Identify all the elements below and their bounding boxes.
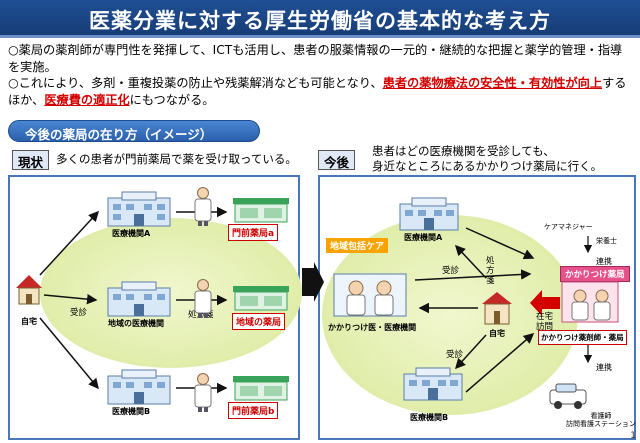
left-pharmacy-b-label: 門前薬局b [228, 402, 279, 419]
future-hospital-a-icon [399, 197, 459, 231]
arrow-hospB-to-pharmacy [465, 333, 535, 393]
left-pharmacy-a-label: 門前薬局a [228, 224, 279, 241]
care-manager-label: ケアマネジャー [544, 223, 593, 231]
future-rx-label: 処方箋 [486, 256, 495, 286]
arrow-home-to-hospA-r [454, 244, 487, 279]
arrow-home-to-local [43, 293, 98, 305]
pharmacy-b-icon [233, 376, 289, 401]
nurse-label: 看護師 訪問看護ステーション [566, 412, 636, 428]
home-doctor-clinic-icon [333, 273, 407, 317]
title-bar: 医薬分業に対する厚生労働省の基本的な考え方 [0, 0, 640, 38]
arrow-home-to-hospA [39, 210, 100, 276]
intro-para-2-c: にもつながる。 [129, 92, 215, 107]
section-banner-text: 今後の薬局の在り方（イメージ） [25, 127, 213, 142]
future-caption-line-2: 身近なところにあるかかりつけ薬局に行く。 [372, 159, 603, 173]
link-label-2: 連携 [596, 363, 612, 372]
future-hospital-b-icon [403, 367, 463, 401]
section-banner: 今後の薬局の在り方（イメージ） [8, 120, 260, 142]
arrow-homedoc-to-pharmacy [414, 269, 532, 281]
future-caption: 患者はどの医療機関を受診しても、 身近なところにあるかかりつけ薬局に行く。 [372, 144, 602, 174]
nurse-car-icon [549, 383, 587, 409]
pharmacist-icon [194, 279, 212, 318]
intro-para-2-b: するほか、 [8, 76, 627, 107]
left-local-hospital-label: 地域の医療機関 [108, 319, 164, 328]
future-home-label: 自宅 [489, 329, 505, 338]
intro-para-2-a: ○これにより、多剤・重複投薬の防止や残薬解消なども可能となり、 [8, 76, 383, 90]
doctor-icon [194, 373, 212, 412]
community-care-label: 地域包括ケア [326, 238, 389, 253]
hospital-b-icon [107, 369, 171, 405]
family-pharmacist-label: かかりつけ薬剤師・薬局 [538, 330, 627, 345]
home-visit-red-arrow [530, 290, 560, 316]
intro-text: ○薬局の薬剤師が専門性を発揮して、ICTも活用し、患者の服薬情報の一元的・継続的… [8, 42, 634, 108]
left-home-label: 自宅 [21, 317, 37, 326]
nurse-label-line-1: 看護師 [590, 412, 612, 420]
page-number: 1 [630, 431, 636, 441]
future-hospital-b-label: 医療機関B [410, 413, 449, 422]
intro-para-2: ○これにより、多剤・重複投薬の防止や残薬解消なども可能となり、患者の薬物療法の安… [8, 75, 634, 108]
arrow-home-to-hospB-r [454, 334, 487, 370]
transition-arrow-icon [302, 262, 324, 302]
home-icon [16, 275, 42, 305]
left-hospital-b-label: 医療機関B [112, 407, 151, 416]
family-pharmacy-icon [561, 281, 619, 323]
left-local-pharmacy-label: 地域の薬局 [232, 313, 286, 330]
future-caption-line-1: 患者はどの医療機関を受診しても、 [372, 144, 555, 158]
home-visit-label: 在宅訪問 [536, 312, 554, 332]
left-hospital-a-label: 医療機関A [112, 229, 151, 238]
future-hospital-a-label: 医療機関A [404, 233, 443, 242]
hospital-a-icon [107, 191, 171, 227]
page-title: 医薬分業に対する厚生労働省の基本的な考え方 [89, 9, 551, 33]
doctor-icon [194, 187, 212, 226]
link-label-1: 連携 [596, 257, 612, 266]
current-caption: 多くの患者が門前薬局で薬を受け取っている。 [56, 152, 297, 166]
intro-highlight-cost: 医療費の適正化 [44, 92, 130, 107]
current-label: 現状 [12, 150, 50, 170]
future-visit-1: 受診 [442, 266, 460, 276]
future-label: 今後 [318, 150, 356, 170]
home-doctor-label: かかりつけ医・医療機関 [328, 323, 417, 332]
intro-para-1: ○薬局の薬剤師が専門性を発揮して、ICTも活用し、患者の服薬情報の一元的・継続的… [8, 43, 623, 74]
pharmacy-a-icon [233, 198, 289, 223]
arrow-hospA-to-pharmacy [465, 227, 535, 260]
local-pharmacy-icon [233, 286, 289, 311]
dietitian-label: 栄養士 [596, 237, 617, 245]
arrow-home-to-hospB [39, 317, 99, 390]
left-visit-label: 受診 [70, 308, 88, 318]
local-hospital-icon [107, 281, 171, 317]
intro-highlight-safety: 患者の薬物療法の安全性・有効性が向上 [382, 76, 603, 90]
future-visit-2: 受診 [446, 350, 464, 360]
nurse-label-line-2: 訪問看護ステーション [566, 420, 636, 428]
future-home-icon [482, 292, 512, 325]
